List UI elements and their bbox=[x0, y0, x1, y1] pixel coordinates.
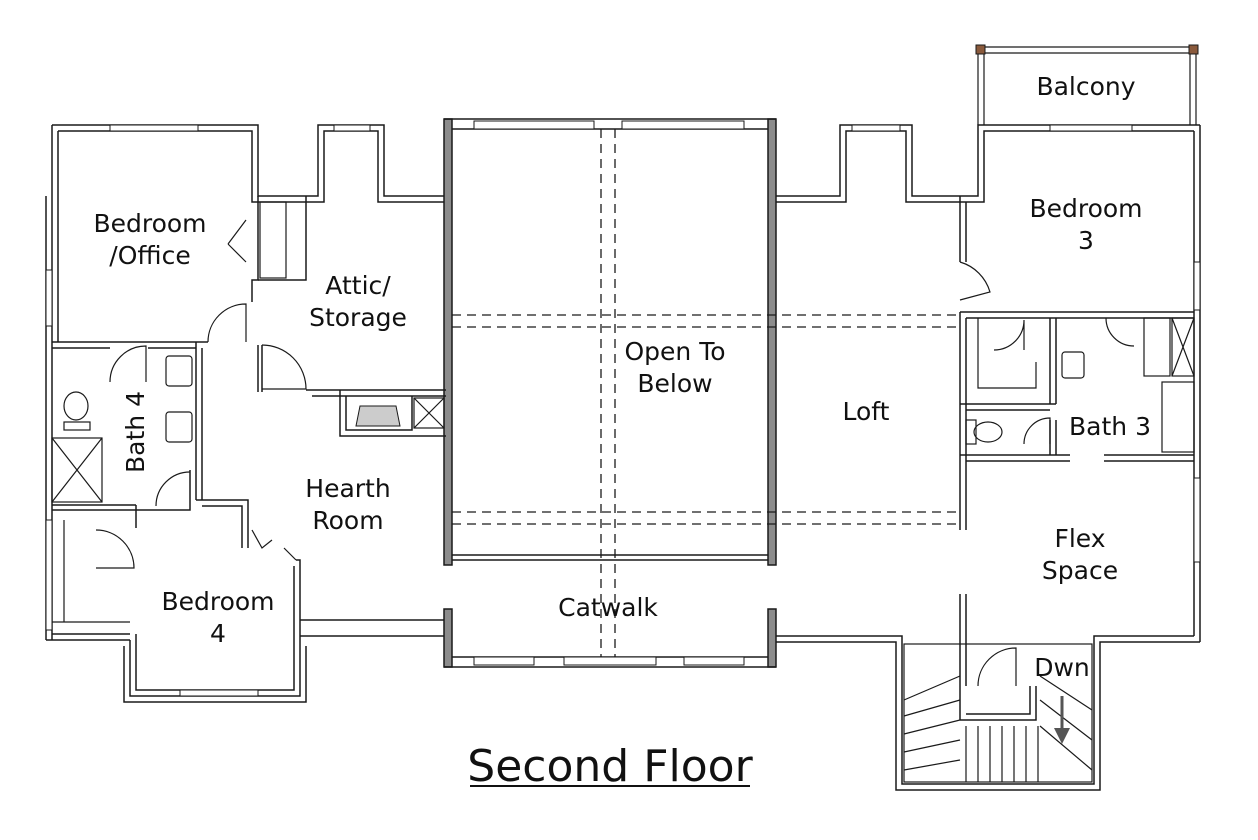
windows bbox=[45, 120, 1201, 697]
label-bedroom-office: Bedroom/Office bbox=[93, 209, 206, 270]
stairs bbox=[903, 643, 1093, 783]
interior-walls bbox=[52, 196, 1195, 721]
label-loft: Loft bbox=[843, 397, 890, 426]
label-attic-storage: Attic/Storage bbox=[309, 271, 407, 332]
fixtures bbox=[51, 201, 1085, 623]
overhead-lines bbox=[452, 129, 960, 657]
label-bath-3: Bath 3 bbox=[1069, 412, 1151, 441]
label-catwalk: Catwalk bbox=[558, 593, 658, 622]
door-swings bbox=[95, 219, 1135, 687]
label-bath-4: Bath 4 bbox=[121, 391, 150, 473]
plan-title: Second Floor bbox=[467, 741, 753, 792]
label-dwn: Dwn bbox=[1034, 653, 1090, 682]
exterior-walls bbox=[45, 44, 1201, 791]
label-balcony: Balcony bbox=[1036, 72, 1135, 101]
